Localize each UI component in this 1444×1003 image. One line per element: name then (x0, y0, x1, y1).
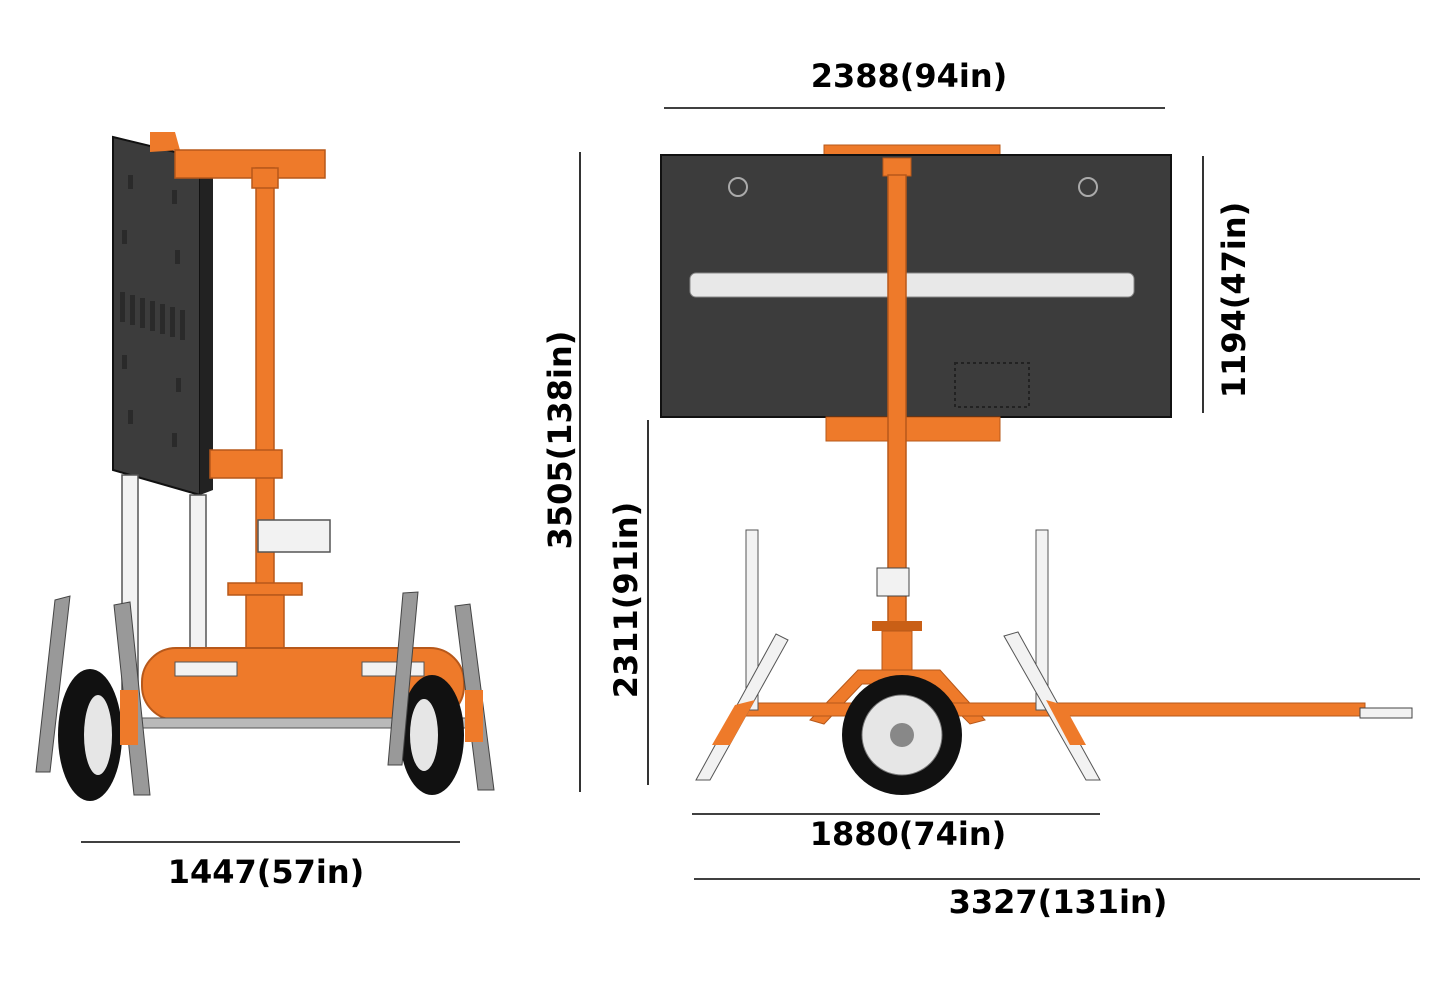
dimension-overall-length: 3327(131in) (949, 883, 1168, 921)
dimension-panel-bottom-height: 2311(91in) (607, 502, 645, 699)
dimension-overall-height: 3505(138in) (541, 331, 579, 550)
front-sign-panel (112, 135, 201, 497)
side-view-trailer (660, 144, 1413, 795)
dimension-front-width: 1447(57in) (168, 853, 365, 891)
dimension-outrigger-span: 1880(74in) (810, 815, 1007, 853)
front-view-trailer (35, 132, 495, 801)
dimension-panel-height: 1194(47in) (1215, 202, 1253, 399)
dimension-panel-width: 2388(94in) (811, 57, 1008, 95)
